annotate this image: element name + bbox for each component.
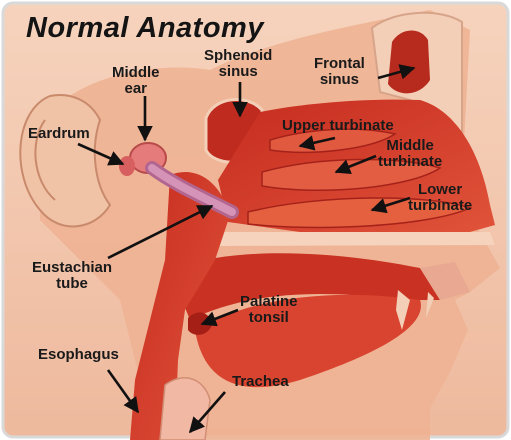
label-esophagus: Esophagus	[38, 347, 119, 363]
label-frontal-sinus: Frontalsinus	[314, 56, 365, 88]
label-middle-turbinate: Middleturbinate	[378, 138, 442, 170]
diagram-title: Normal Anatomy	[26, 12, 264, 45]
label-trachea: Trachea	[232, 374, 289, 390]
hard-palate	[210, 232, 495, 246]
label-palatine-tonsil: Palatinetonsil	[240, 294, 298, 326]
eardrum-shape	[119, 156, 135, 176]
label-eustachian-tube: Eustachiantube	[32, 260, 112, 292]
trachea-shape	[160, 378, 210, 440]
label-eardrum: Eardrum	[28, 126, 90, 142]
label-sphenoid-sinus: Sphenoidsinus	[204, 48, 272, 80]
label-lower-turbinate: Lowerturbinate	[408, 182, 472, 214]
label-upper-turbinate: Upper turbinate	[282, 118, 394, 134]
label-middle-ear: Middleear	[112, 65, 160, 97]
frontal-sinus-cavity	[388, 30, 430, 93]
